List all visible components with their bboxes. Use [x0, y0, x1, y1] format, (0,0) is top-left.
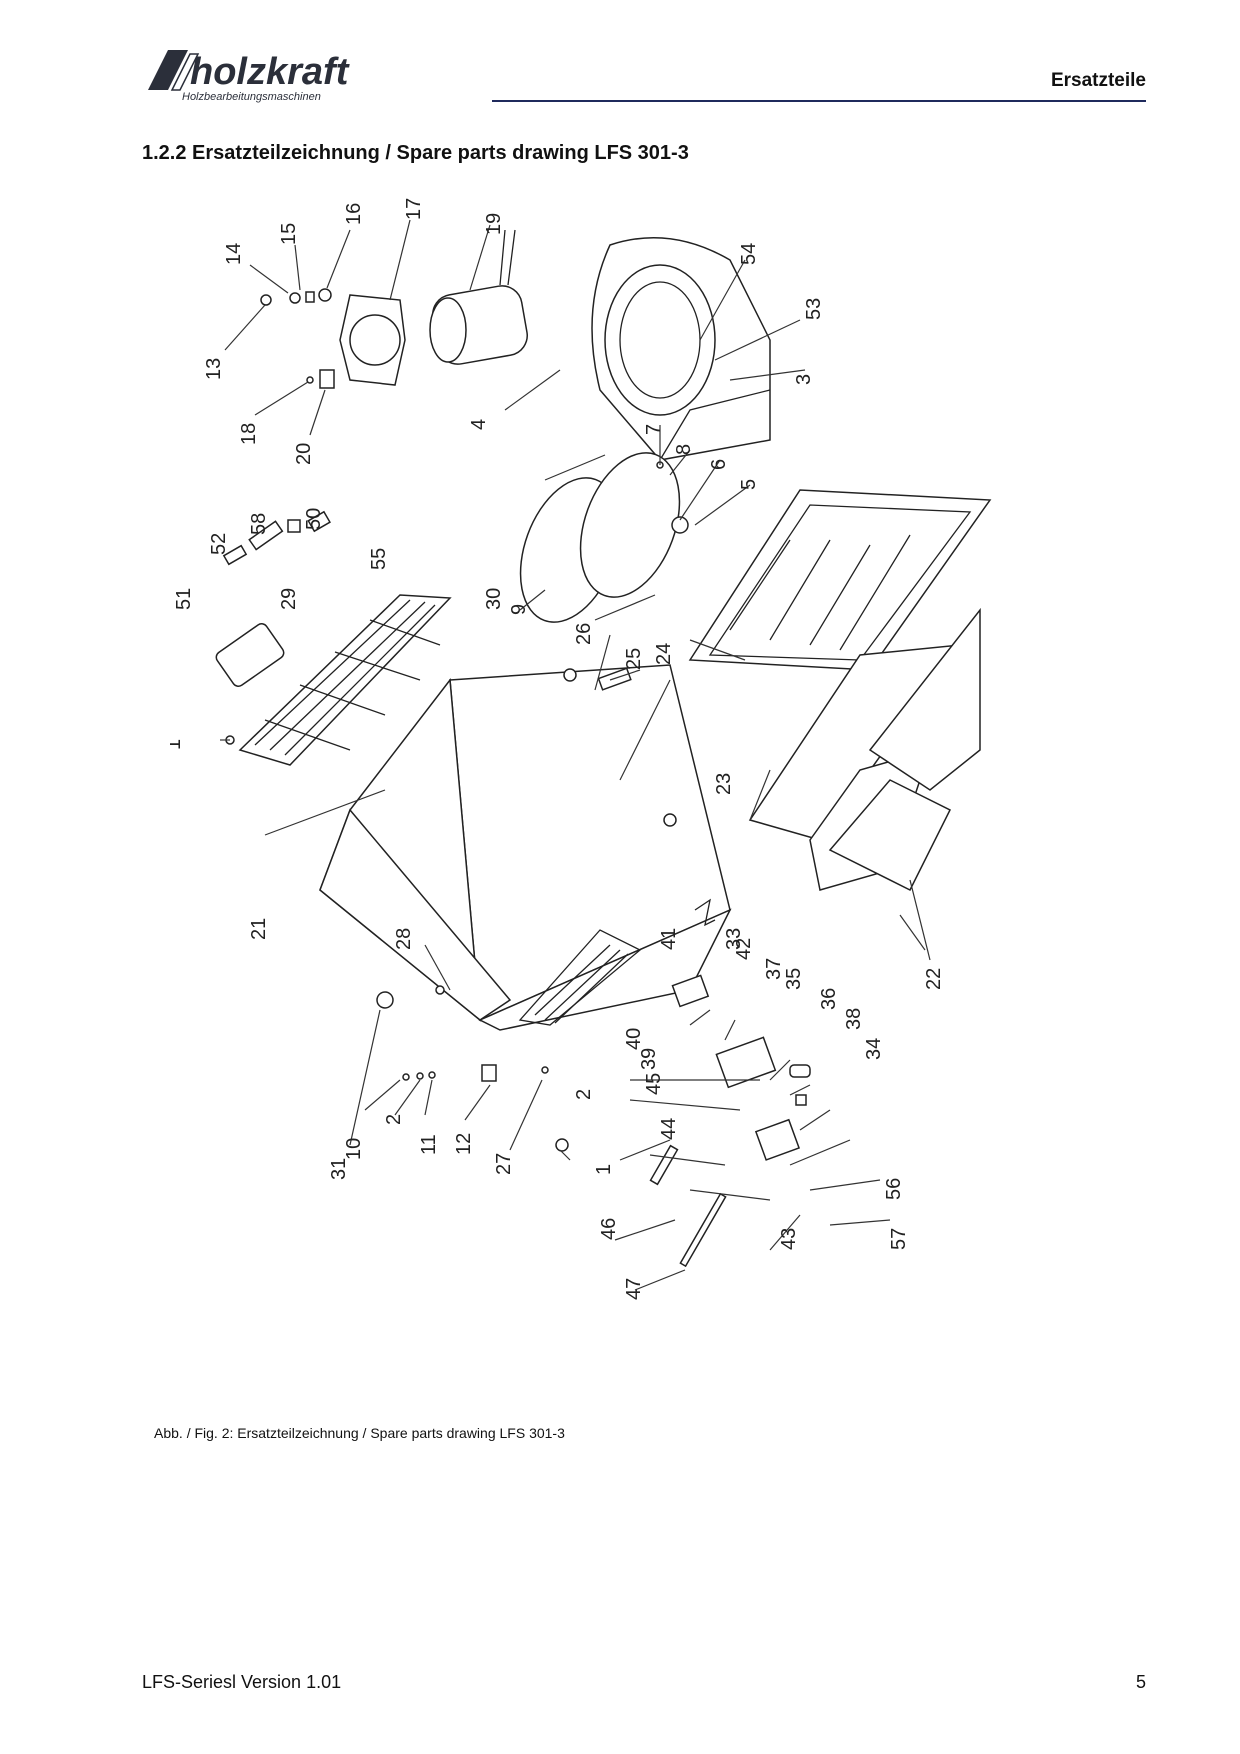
label-part-17: 17	[403, 198, 425, 220]
leader-lines	[220, 219, 931, 1291]
label-part-2b: 2	[573, 1089, 595, 1100]
label-part-2a: 2	[383, 1114, 405, 1125]
blower-housing-part	[591, 237, 771, 461]
header-rule	[492, 100, 1146, 102]
label-part-30: 30	[483, 588, 505, 610]
label-part-33: 33	[723, 928, 745, 950]
label-part-24: 24	[653, 643, 675, 665]
label-part-41: 41	[658, 928, 680, 950]
label-part-9: 9	[508, 604, 530, 615]
label-part-20: 20	[293, 443, 315, 465]
label-part-36: 36	[818, 988, 840, 1010]
brand-tagline: Holzbearbeitungsmaschinen	[182, 91, 321, 103]
label-part-42: 42	[733, 938, 755, 960]
cabinet-part	[319, 664, 732, 1031]
label-part-3: 3	[793, 374, 815, 385]
motor-bracket-part	[339, 294, 406, 386]
label-part-57: 57	[888, 1228, 910, 1250]
holzkraft-logo-mark	[148, 50, 200, 91]
label-part-27: 27	[493, 1153, 515, 1175]
fan-wheel-part	[519, 452, 689, 623]
label-part-14: 14	[223, 243, 245, 265]
figure-caption: Abb. / Fig. 2: Ersatzteilzeichnung / Spa…	[154, 1425, 565, 1441]
label-part-21: 21	[248, 918, 270, 940]
label-part-1a: 1	[170, 739, 185, 750]
section-title: 1.2.2 Ersatzteilzeichnung / Spare parts …	[142, 142, 689, 164]
label-part-19: 19	[483, 213, 505, 235]
label-part-46: 46	[598, 1218, 620, 1240]
label-part-8: 8	[673, 444, 695, 455]
label-part-16: 16	[343, 203, 365, 225]
label-part-50: 50	[303, 508, 325, 530]
label-part-23: 23	[713, 773, 735, 795]
label-part-53: 53	[803, 298, 825, 320]
filter-29-part	[215, 623, 285, 687]
label-part-29: 29	[278, 588, 300, 610]
label-part-13: 13	[203, 358, 225, 380]
label-part-37: 37	[763, 958, 785, 980]
part-number-labels: 1 1 2 2 3 4 5 6 7 8 9 10 11 12 13 14 15 …	[170, 198, 945, 1300]
label-part-26: 26	[573, 623, 595, 645]
filter-24-part	[688, 489, 992, 671]
label-part-35: 35	[783, 968, 805, 990]
label-part-58: 58	[248, 513, 270, 535]
label-part-5: 5	[738, 479, 760, 490]
label-part-51: 51	[173, 588, 195, 610]
label-part-15: 15	[278, 223, 300, 245]
label-part-12: 12	[453, 1133, 475, 1155]
motor-hardware	[260, 288, 335, 389]
label-part-56: 56	[883, 1178, 905, 1200]
control-panel-part	[649, 898, 811, 1268]
label-part-44: 44	[658, 1118, 680, 1140]
spare-parts-drawing: 1 1 2 2 3 4 5 6 7 8 9 10 11 12 13 14 15 …	[170, 198, 992, 1300]
label-part-18: 18	[238, 423, 260, 445]
label-part-43: 43	[778, 1228, 800, 1250]
label-part-38: 38	[843, 1008, 865, 1030]
label-part-28: 28	[393, 928, 415, 950]
label-part-4: 4	[468, 419, 490, 430]
label-part-10: 10	[343, 1138, 365, 1160]
label-part-11: 11	[418, 1134, 440, 1155]
label-part-55: 55	[368, 548, 390, 570]
footer-page-number: 5	[1135, 1672, 1146, 1692]
label-part-1b: 1	[593, 1164, 615, 1175]
motor-part	[429, 229, 528, 365]
label-part-31: 31	[328, 1158, 350, 1180]
filter-bag-part	[748, 607, 981, 892]
holzkraft-logo: holzkraft Holzbearbeitungsmaschinen	[148, 50, 350, 103]
bracket-hardware	[222, 510, 331, 566]
label-part-45: 45	[643, 1073, 665, 1095]
brand-name: holzkraft	[190, 51, 350, 93]
label-part-6: 6	[708, 459, 730, 470]
label-part-52: 52	[208, 533, 230, 555]
label-part-39: 39	[638, 1048, 660, 1070]
label-part-34: 34	[863, 1038, 885, 1060]
label-part-7: 7	[643, 424, 665, 435]
label-part-25: 25	[623, 648, 645, 670]
label-part-22: 22	[923, 968, 945, 990]
cabinet-hardware	[225, 735, 569, 1152]
footer-version: LFS-Seriesl Version 1.01	[142, 1672, 342, 1692]
label-part-40: 40	[623, 1028, 645, 1050]
label-part-47: 47	[623, 1278, 645, 1300]
prefilter-55-part	[238, 594, 452, 766]
label-part-54: 54	[738, 243, 760, 265]
header-section-title: Ersatzteile	[1050, 70, 1146, 91]
